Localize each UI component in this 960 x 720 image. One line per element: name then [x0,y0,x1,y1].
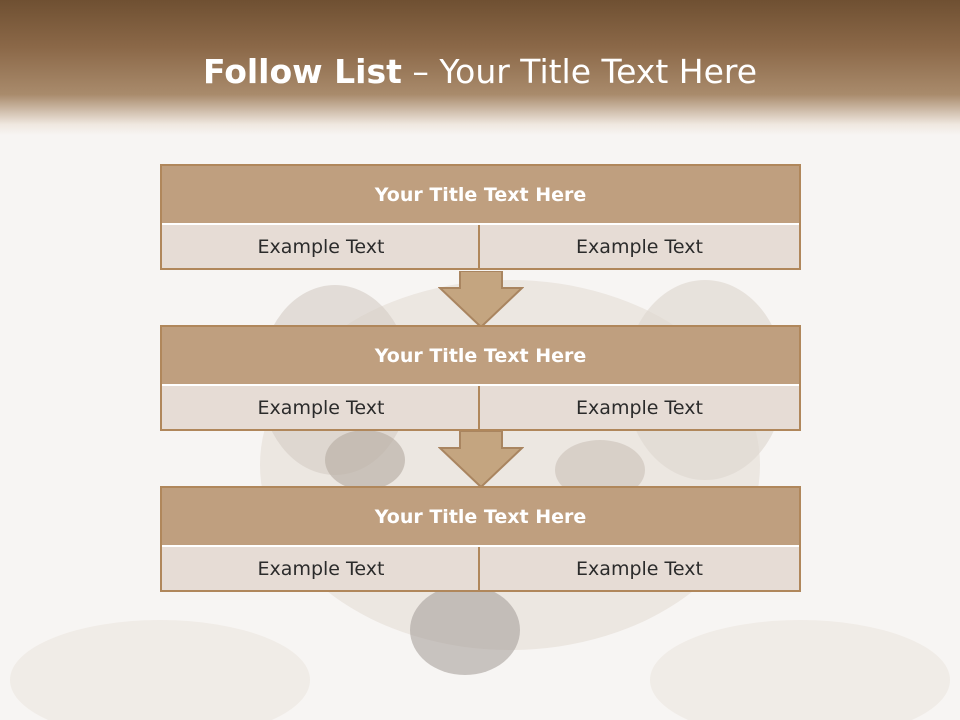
slide-title-rest: – Your Title Text Here [401,52,758,91]
step-block-2-title: Your Title Text Here [162,327,799,386]
step-block-2-left-text: Example Text [162,386,480,429]
down-arrow-1-icon [438,271,524,329]
step-block-1: Your Title Text Here Example Text Exampl… [160,164,801,270]
step-block-2: Your Title Text Here Example Text Exampl… [160,325,801,431]
slide-title-bold: Follow List [202,52,402,91]
step-block-3-right-text: Example Text [478,547,799,590]
step-block-3-left-text: Example Text [162,547,480,590]
step-block-3-title: Your Title Text Here [162,488,799,547]
step-block-1-title: Your Title Text Here [162,166,799,225]
slide-title: Follow List – Your Title Text Here [0,52,960,91]
down-arrow-2-icon [438,431,524,489]
step-block-3: Your Title Text Here Example Text Exampl… [160,486,801,592]
header-band [0,0,960,135]
step-block-1-left-text: Example Text [162,225,480,268]
step-block-1-right-text: Example Text [478,225,799,268]
step-block-2-right-text: Example Text [478,386,799,429]
